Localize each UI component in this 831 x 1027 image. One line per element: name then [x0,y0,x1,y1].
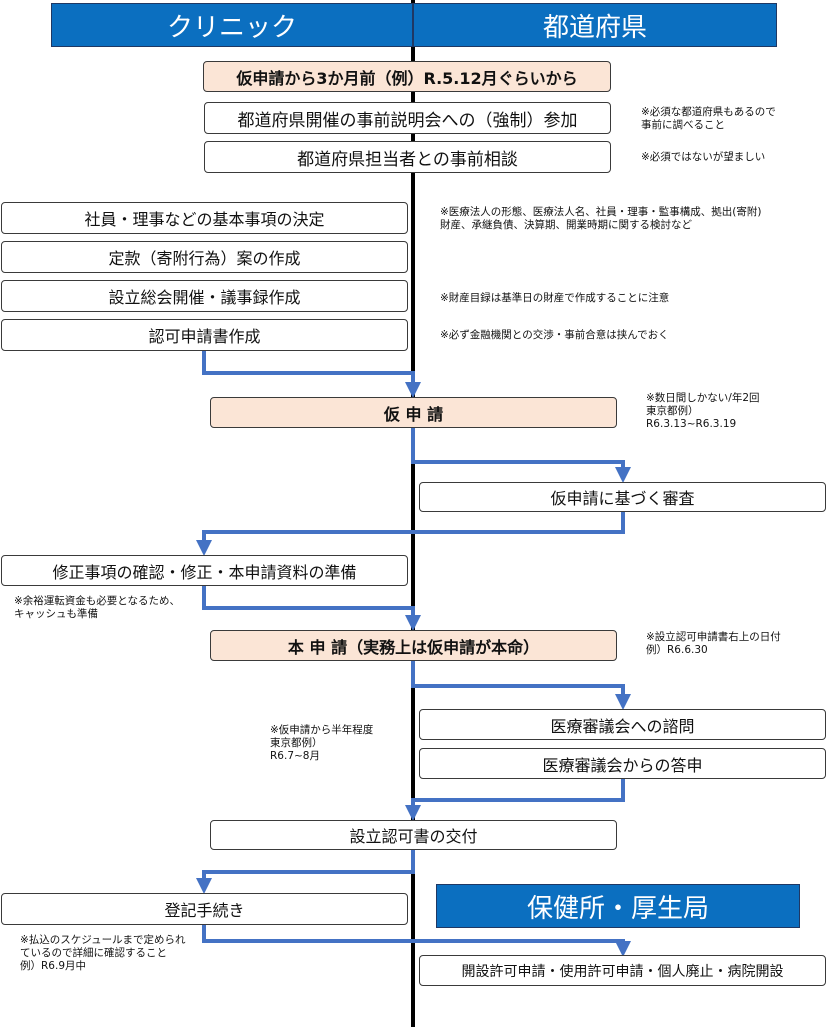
connector-arrow [202,925,631,957]
step-council-inquiry: 医療審議会への諮問 [419,709,826,740]
step-application-doc: 認可申請書作成 [1,319,408,351]
note-basics: ※医療法人の形態、医療法人名、社員・理事・監事構成、拠出(寄附) 財産、承継負債… [440,206,762,231]
step-articles: 定款（寄附行為）案の作成 [1,241,408,273]
note-pre-application: ※数日間しかない/年2回 東京都例） R6.3.13~R6.3.19 [646,392,760,430]
note-meeting: ※財産目録は基準日の財産で作成することに注意 [440,292,670,304]
connector-arrow [411,428,631,483]
note-briefing: ※必須な都道府県もあるので 事前に調べること [641,106,776,131]
step-pre-application: 仮 申 請 [210,397,617,428]
health-office-header: 保健所・厚生局 [436,884,800,928]
note-consult: ※必須ではないが望ましい [641,151,766,163]
step-opening: 開設許可申請・使用許可申請・個人廃止・病院開設 [419,955,826,986]
step-revision: 修正事項の確認・修正・本申請資料の準備 [1,555,408,586]
connector-arrow [405,779,625,821]
step-basics: 社員・理事などの基本事項の決定 [1,202,408,234]
clinic-header: クリニック [51,3,413,47]
step-timing: 仮申請から3か月前（例）R.5.12月ぐらいから [203,61,611,92]
step-review: 仮申請に基づく審査 [419,482,826,512]
step-meeting: 設立総会開催・議事録作成 [1,280,408,312]
connector-arrow [202,586,421,631]
note-council: ※仮申請から半年程度 東京都例） R6.7~8月 [270,724,374,762]
step-registration: 登記手続き [1,893,408,925]
connector-arrow [196,512,625,556]
connector-arrow [196,850,415,894]
connector-arrow [411,661,631,710]
step-consult: 都道府県担当者との事前相談 [204,141,611,173]
connector-arrow [202,351,421,398]
note-main-application: ※設立認可申請書右上の日付 例）R6.6.30 [646,631,781,656]
step-permit-issue: 設立認可書の交付 [210,820,617,850]
note-application-doc: ※必ず金融機関との交渉・事前合意は挟んでおく [440,329,669,341]
note-registration: ※払込のスケジュールまで定められ ているので詳細に確認すること 例）R6.9月中 [20,934,186,972]
note-revision: ※余裕運転資金も必要となるため、 キャッシュも準備 [14,595,180,620]
prefecture-header: 都道府県 [413,3,777,47]
step-council-report: 医療審議会からの答申 [419,748,826,779]
step-main-application: 本 申 請（実務上は仮申請が本命） [210,630,617,661]
step-briefing: 都道府県開催の事前説明会への（強制）参加 [204,102,611,134]
